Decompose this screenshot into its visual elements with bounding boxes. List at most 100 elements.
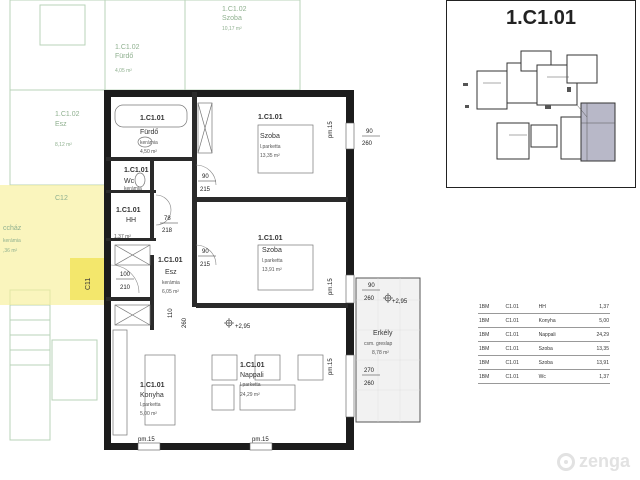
room-unit-id: 1.C1.01 [116,207,141,214]
area-table-cell-c1: 1BM [478,355,505,370]
dining-table [144,354,176,426]
area-table-cell-name: HH [537,300,579,314]
room-label-esz: 1.C1.01 Esz kerámia 6,05 m² [158,257,183,295]
room-label-wc: 1.C1.01 Wc kerámia [124,167,149,192]
window-tag: pm.15 [138,437,155,443]
title-box: 1.C1.01 [446,0,636,188]
window [345,274,355,304]
area-table-cell-area: 24,29 [578,327,610,342]
wardrobe [197,102,213,154]
area-table-cell-area: 5,00 [578,313,610,328]
neighbor-room-area: 10,17 m² [222,26,242,32]
dimension-height: 215 [200,262,211,268]
room-label-szoba2: 1.C1.01 Szoba l.parketta 13,91 m² [258,235,283,273]
entrance-highlight [70,258,105,300]
neighbor-unit-label: 1.C1.02 [115,44,140,51]
area-table-cell-area: 13,91 [578,355,610,370]
key-plan-block [476,70,508,110]
room-unit-id: 1.C1.01 [258,114,283,121]
area-table-cell-c2: C1.01 [504,355,538,370]
room-unit-id: 1.C1.01 [240,362,265,369]
dimension-height: 218 [162,228,173,234]
key-plan-details [483,76,615,161]
double-bed [257,124,314,174]
window [345,122,355,150]
room-name: Szoba [260,133,280,140]
armchair [297,354,324,381]
room-area: 5,00 m² [140,411,157,417]
wall-top [104,90,354,97]
area-table-cell-c2: C1.01 [504,300,538,314]
neighbor-unit-label: 1.C1.02 [55,111,80,118]
neighbor-room-name: Fürdő [115,53,133,60]
room-floor-material: l.parketta [240,382,261,388]
dimension-height: 260 [364,381,375,387]
room-area: 1,37 m² [114,234,131,240]
unit-title: 1.C1.01 [505,7,577,29]
room-name: Fürdő [140,129,158,136]
windows [137,122,355,451]
area-table-cell-c1: 1BM [478,300,505,314]
room-floor-material: csm. greslap [364,341,393,347]
area-table-cell-c2: C1.01 [504,341,538,356]
neighbor-elevator [51,339,98,401]
room-area: 13,35 m² [260,153,280,159]
toilet [134,172,146,188]
room-label-szoba1: 1.C1.01 Szoba l.parketta 13,35 m² [258,114,283,159]
bed [257,244,314,291]
exterior-walls [104,90,354,450]
dimension-height: 210 [120,285,131,291]
room-name: Konyha [140,392,164,399]
area-table-cell-c2: C1.01 [504,313,538,328]
closet [114,244,151,266]
wall-partition [196,303,348,308]
room-label-furdo: 1.C1.01 Fürdő kerámia 4,50 m² [140,115,165,155]
wall-partition [106,297,151,301]
zenga-logo-icon [556,452,575,471]
room-name: Erkély [373,330,393,337]
area-table-cell-c1: 1BM [478,313,505,328]
wall-partition [196,197,348,202]
watermark: zenga [556,451,630,472]
key-plan [463,50,616,162]
room-area: 6,05 m² [162,289,179,295]
dimension-tags: 90 260 90 215 90 215 78 218 100 210 90 2… [116,129,408,387]
neighbor-esz-room [9,89,106,186]
fixtures [112,102,324,436]
dimension-height: 260 [362,141,373,147]
neighbor-unit-label: 1.C1.02 [222,6,247,13]
dimension-height: 260 [182,317,188,328]
kitchen-counter [112,329,128,436]
area-table-cell-c2: C1.01 [504,327,538,342]
room-name: Szoba [262,247,282,254]
dimension-height: 260 [364,296,375,302]
room-area: 8,78 m² [372,350,389,356]
key-plan-highlighted-unit [580,102,616,162]
dimension-width: 100 [120,272,131,278]
wall-partition [106,238,156,241]
wall-partition [106,157,196,161]
dimension-width: 78 [164,216,171,222]
area-table-cell-area: 13,35 [578,341,610,356]
area-table-cell-name: Szoba [537,355,579,370]
window-tags: pm.15 pm.15 pm.15 pm.15 pm.15 [138,121,334,443]
key-plan-block [496,122,530,160]
wall-bottom [104,443,354,450]
dimension-width: 90 [366,129,373,135]
entrance-door-swing [110,264,140,294]
area-table-cell-name: Szoba [537,341,579,356]
key-plan-block [566,54,598,84]
door-swing [195,244,217,266]
window [249,442,273,451]
armchair [254,354,281,381]
closet-cross [114,304,151,326]
room-area: 4,50 m² [140,149,157,155]
area-table-cell-c1: 1BM [478,341,505,356]
balcony-door [345,354,355,418]
area-table-cell-c2: C1.01 [504,369,538,384]
sofa [239,384,296,411]
washbasin [137,136,153,148]
